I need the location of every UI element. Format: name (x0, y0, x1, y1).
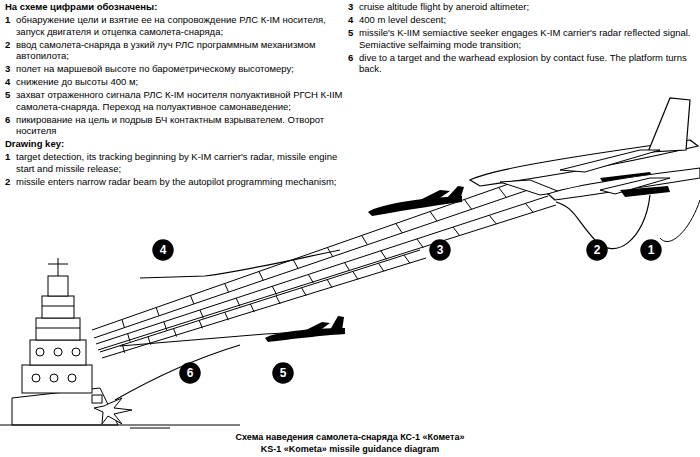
callout-circle: 6 (179, 362, 201, 384)
key-text: missile's K-IIM semiactive seeker engage… (359, 27, 695, 50)
beam-line (98, 205, 556, 350)
callout-number: 2 (5, 39, 10, 51)
beam-tick (345, 263, 350, 272)
beam-tick (236, 298, 240, 306)
beam-tick (327, 280, 332, 288)
callout-number: 1 (5, 151, 10, 163)
missile (265, 316, 345, 342)
beam-line (92, 180, 520, 330)
beam-tick (302, 288, 307, 296)
beam-tick (276, 296, 280, 304)
legend-heading: Drawing key: (5, 138, 346, 150)
missile (368, 186, 464, 216)
callout-number: 5 (348, 27, 353, 39)
key-text: пикирование на цель и подрыв БЧ контактн… (16, 114, 346, 137)
callout-number: 2 (586, 239, 608, 261)
beam-tick (378, 263, 383, 271)
sea-surface (0, 425, 240, 428)
beam-tick (128, 334, 130, 342)
beam-tick (190, 296, 193, 304)
beam-tick (225, 312, 229, 320)
key-text: target detection, its tracking beginning… (16, 151, 346, 174)
callout-number: 4 (152, 239, 174, 261)
beam-tick (250, 304, 254, 312)
callout-circle: 4 (152, 239, 174, 261)
callout-number: 3 (429, 239, 451, 261)
beam-tick (430, 212, 437, 222)
beam-tick (499, 188, 507, 198)
key-text: 400 m level descent; (359, 14, 695, 26)
target-ship (12, 258, 118, 425)
beam-tick (164, 322, 167, 330)
caption-text: KS-1 «Kometa» missile guidance diagram (0, 444, 700, 455)
key-text: ввод самолета-снаряда в узкий луч РЛС пр… (16, 39, 346, 62)
callout-number: 4 (348, 14, 353, 26)
callout-number: 3 (5, 63, 10, 75)
beam-tick (396, 224, 402, 233)
beam-tick (272, 286, 276, 294)
dive-path (115, 345, 240, 400)
key-text: cruise altitude flight by aneroid altime… (359, 1, 695, 13)
callout-number: 5 (5, 89, 10, 101)
carrier-aircraft (548, 168, 700, 200)
beam-tick (327, 248, 332, 257)
callout-number: 6 (179, 362, 201, 384)
beam-tick (381, 251, 387, 260)
callout-circle: 2 (586, 239, 608, 261)
beam-tick (453, 227, 460, 236)
callout-number: 6 (348, 52, 353, 64)
beam-tick (122, 345, 124, 353)
key-text: обнаружение цели и взятие ее на сопровож… (16, 14, 346, 37)
beam-tick (200, 310, 203, 318)
beam-tick (156, 308, 159, 316)
beam-tick (148, 337, 151, 345)
callout-circle: 5 (272, 362, 294, 384)
beam-tick (259, 272, 263, 281)
beam-tick (293, 260, 298, 269)
beam-tick (122, 320, 124, 328)
callout-number: 2 (5, 176, 10, 188)
turn-path (660, 200, 700, 242)
callout-number: 6 (5, 114, 10, 126)
beam-tick (464, 200, 471, 210)
callout-circle: 1 (640, 239, 662, 261)
beam-tick (404, 255, 410, 263)
key-text: missile enters narrow radar beam by the … (16, 176, 346, 188)
beam-tick (489, 215, 496, 224)
callout-number: 5 (272, 362, 294, 384)
legend-heading: На схеме цифрами обозначены: (5, 1, 346, 13)
beam-tick (225, 284, 229, 293)
beam-tick (525, 203, 533, 212)
key-text: полет на маршевой высоте по барометричес… (16, 63, 346, 75)
beam-line (96, 196, 548, 344)
beam-tick (353, 271, 358, 279)
flight-path (556, 195, 650, 249)
beam-line (102, 258, 426, 358)
beam-line (94, 190, 528, 338)
beam-tick (308, 274, 313, 282)
beam-tick (199, 320, 202, 328)
key-text: захват отраженного сигнала РЛС К-IМ носи… (16, 89, 346, 112)
explosion (94, 398, 132, 424)
callout-circle: 3 (429, 239, 451, 261)
key-text: снижение до высоты 400 м; (16, 76, 346, 88)
beam-tick (417, 239, 423, 248)
caption-title: Схема наведения самолета-снаряда КС-1 «К… (0, 432, 700, 443)
beam-tick (174, 329, 177, 337)
callout-number: 4 (5, 76, 10, 88)
callout-number: 1 (5, 14, 10, 26)
callout-number: 1 (640, 239, 662, 261)
beam-tick (362, 236, 368, 245)
beam-line (100, 250, 420, 352)
key-text: dive to a target and the warhead explosi… (359, 52, 695, 75)
callout-number: 3 (348, 1, 353, 13)
